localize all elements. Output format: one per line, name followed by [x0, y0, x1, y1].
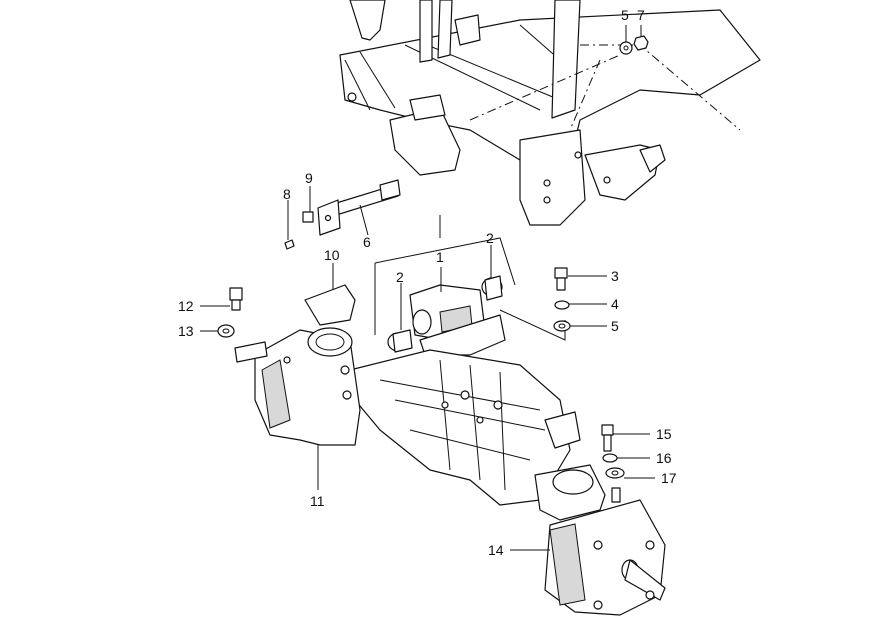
callout-12: 12	[178, 298, 194, 314]
callout-labels: 1 2 2 3 4 5 5 6 7 8 9 10 11 12 13 14 15 …	[178, 7, 677, 558]
callout-7: 7	[637, 7, 645, 23]
callout-4: 4	[611, 296, 619, 312]
leader-lines	[200, 25, 655, 551]
callout-3: 3	[611, 268, 619, 284]
callout-13: 13	[178, 323, 194, 339]
left-axle-housing	[217, 284, 361, 446]
callout-5-upper: 5	[621, 7, 629, 23]
transmission-body	[349, 349, 581, 506]
frame-assembly	[339, 0, 761, 226]
callout-9: 9	[305, 170, 313, 186]
callout-5-lower: 5	[611, 318, 619, 334]
callout-8: 8	[283, 186, 291, 202]
callout-14: 14	[488, 542, 504, 558]
callout-16: 16	[656, 450, 672, 466]
axle-pin-assembly	[284, 179, 401, 250]
pivot-housing	[387, 275, 506, 356]
callout-2-lower: 2	[396, 269, 404, 285]
callout-15: 15	[656, 426, 672, 442]
callout-1: 1	[436, 249, 444, 265]
callout-2-upper: 2	[486, 230, 494, 246]
callout-6: 6	[363, 234, 371, 250]
callout-11: 11	[310, 493, 325, 509]
callout-17: 17	[661, 470, 677, 486]
right-axle-housing	[534, 424, 666, 616]
callout-10: 10	[324, 247, 340, 263]
mounting-hardware	[553, 35, 649, 332]
